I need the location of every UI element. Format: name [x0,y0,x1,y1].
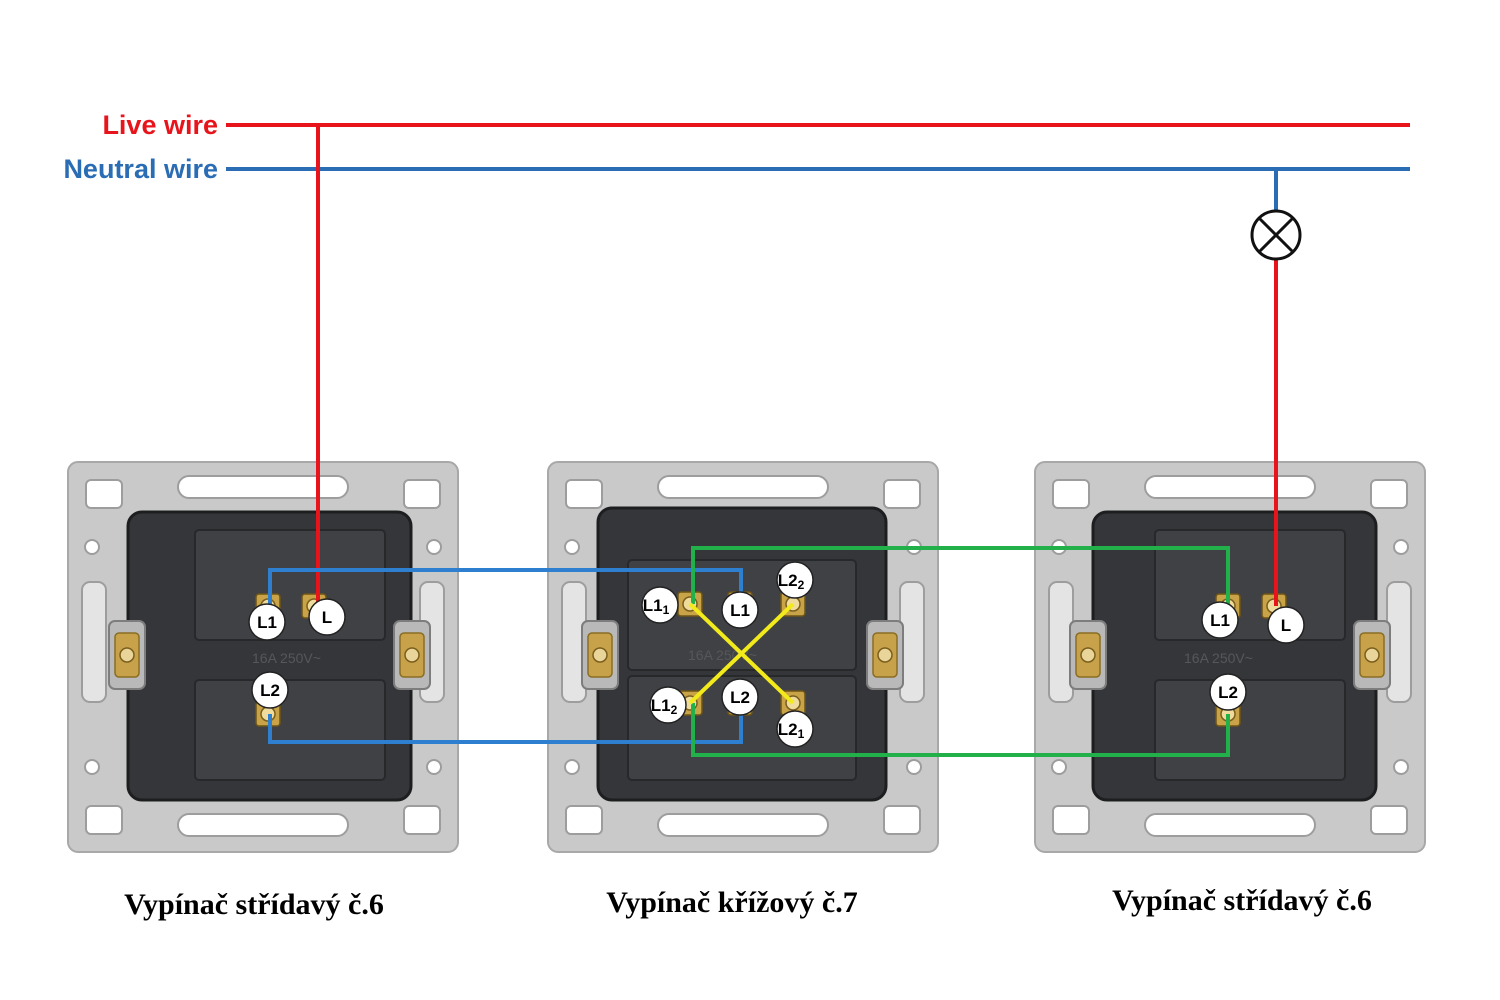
switch-3-rating: 16A 250V~ [1184,650,1253,666]
switch-1-terminal-l2: L2 [251,671,289,709]
switch-1-terminal-l1: L1 [248,603,286,641]
svg-text:L1: L1 [1210,611,1230,630]
switch-3-terminal-l2: L2 [1209,673,1247,711]
traveler-green-top [691,546,1230,606]
switch-3-terminal-l: L [1267,606,1305,644]
switch-3-right-clamp-icon [1353,620,1391,690]
svg-text:L1: L1 [730,601,750,620]
switch-2-terminal-l1: L1 [721,591,759,629]
svg-text:L22: L22 [778,571,805,592]
svg-text:L12: L12 [651,696,678,717]
switch-2-left-clamp-icon [581,620,619,690]
traveler-blue-bottom [268,703,743,744]
svg-text:L2: L2 [1218,683,1238,702]
switch-1-terminal-l: L [308,598,346,636]
live-wire-label: Live wire [102,110,218,140]
svg-text:L2: L2 [260,681,280,700]
lamp-x-icon [1250,209,1302,261]
svg-text:L: L [1281,616,1291,635]
switch-2-caption: Vypínač křížový č.7 [606,886,857,919]
traveler-blue-top [268,568,743,606]
switch-1-two-way: 16A 250V~ [67,461,459,853]
switch-3-terminal-l1: L1 [1201,601,1239,639]
wires [226,123,1410,757]
switch-1-caption: Vypínač střídavý č.6 [124,888,384,921]
svg-text:L2: L2 [730,688,750,707]
svg-text:L11: L11 [643,596,670,617]
switch-3-left-clamp-icon [1069,620,1107,690]
switch-2-right-clamp-icon [866,620,904,690]
switch-2-terminal-l2: L2 [721,678,759,716]
svg-text:L: L [322,608,332,627]
switch-1-rating: 16A 250V~ [252,650,321,666]
svg-text:L1: L1 [257,613,277,632]
switch-2-terminal-l2-2: L22 [776,561,814,599]
traveler-green-bottom [691,703,1230,757]
switch-3-two-way: 16A 250V~ [1034,461,1426,853]
switch-2-terminal-l1-1: L11 [641,586,679,624]
switch-1-left-clamp-icon [108,620,146,690]
switch-2-terminal-l1-2: L12 [649,686,687,724]
svg-text:L21: L21 [778,720,805,741]
neutral-wire-label: Neutral wire [63,154,218,184]
switch-3-caption: Vypínač střídavý č.6 [1112,884,1372,917]
switch-1-right-clamp-icon [393,620,431,690]
switch-2-terminal-l2-1: L21 [776,710,814,748]
cross-link-2 [688,602,795,705]
